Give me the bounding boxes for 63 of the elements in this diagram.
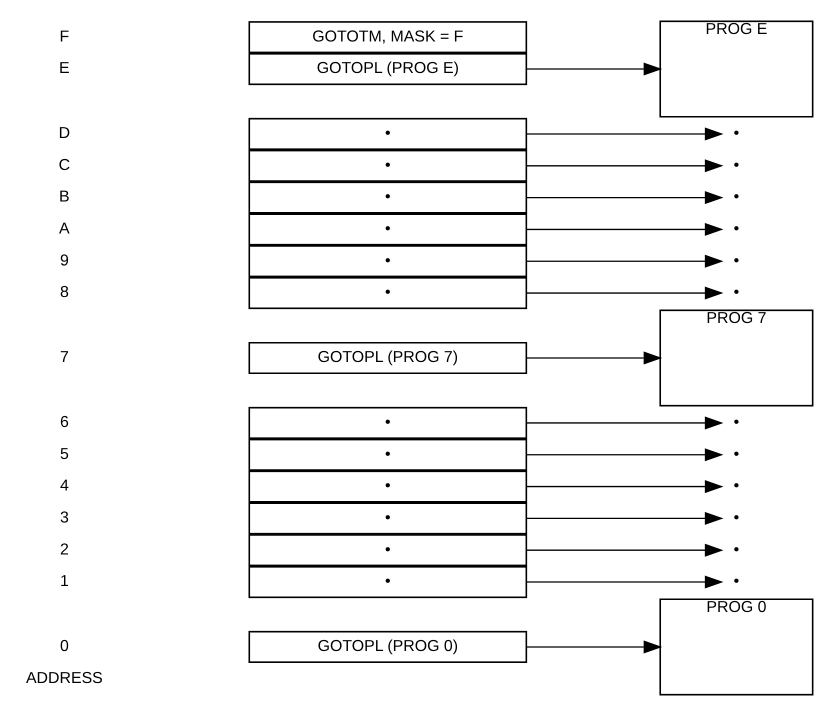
node-box: • <box>248 406 528 438</box>
node-box: PROG 7 <box>659 308 814 406</box>
node-box: GOTOTM, MASK = F <box>248 20 528 53</box>
node-text: • <box>734 188 740 206</box>
node-box: PROG 0 <box>659 598 814 695</box>
label: 2 <box>60 540 69 558</box>
label: 3 <box>60 509 69 526</box>
label: D <box>58 124 70 142</box>
label: C <box>58 156 70 174</box>
node-text: • <box>734 124 740 142</box>
node-box: PROG E <box>659 20 814 118</box>
node-box: GOTOPL (PROG 0) <box>248 630 528 663</box>
node-box: • <box>248 470 528 502</box>
label: F <box>60 28 70 45</box>
arrow <box>526 158 724 172</box>
node-text: • <box>734 445 740 462</box>
arrow <box>526 543 724 556</box>
arrow <box>526 62 662 76</box>
label: E <box>59 60 70 77</box>
label: 9 <box>60 252 69 269</box>
arrow <box>526 190 724 204</box>
label: A <box>59 220 70 238</box>
node-box: • <box>248 212 528 245</box>
node-text: • <box>734 156 740 174</box>
node-box: • <box>248 534 528 566</box>
arrow <box>526 351 662 364</box>
label: 6 <box>60 414 69 431</box>
node-text: • <box>734 477 740 494</box>
node-box: • <box>248 149 528 182</box>
label: B <box>59 188 70 206</box>
label: ADDRESS <box>26 669 103 686</box>
node-text: • <box>734 509 740 526</box>
node-box: • <box>248 565 528 598</box>
node-text: • <box>734 540 740 558</box>
arrow <box>526 448 724 461</box>
node-box: • <box>248 438 528 470</box>
arrow <box>526 254 724 268</box>
label: 5 <box>60 445 69 462</box>
node-box: • <box>248 502 528 534</box>
label: 7 <box>60 348 69 366</box>
node-text: • <box>734 572 740 590</box>
node-box: • <box>248 181 528 214</box>
arrow <box>526 286 724 300</box>
label: 8 <box>60 284 69 301</box>
arrow <box>526 126 724 140</box>
node-box: GOTOPL (PROG E) <box>248 52 528 85</box>
node-text: • <box>734 284 740 301</box>
node-text: • <box>734 252 740 269</box>
node-box: GOTOPL (PROG 7) <box>248 341 528 374</box>
node-text: • <box>734 414 740 431</box>
arrow <box>526 480 724 493</box>
node-text: • <box>734 220 740 238</box>
arrow <box>526 575 724 588</box>
node-box: • <box>248 276 528 309</box>
arrow <box>526 640 662 653</box>
arrow <box>526 222 724 236</box>
arrow <box>526 511 724 524</box>
label: 1 <box>60 572 69 590</box>
label: 0 <box>60 638 69 655</box>
arrow <box>526 416 724 429</box>
label: 4 <box>60 477 69 494</box>
node-box: • <box>248 244 528 277</box>
node-box: • <box>248 117 528 150</box>
